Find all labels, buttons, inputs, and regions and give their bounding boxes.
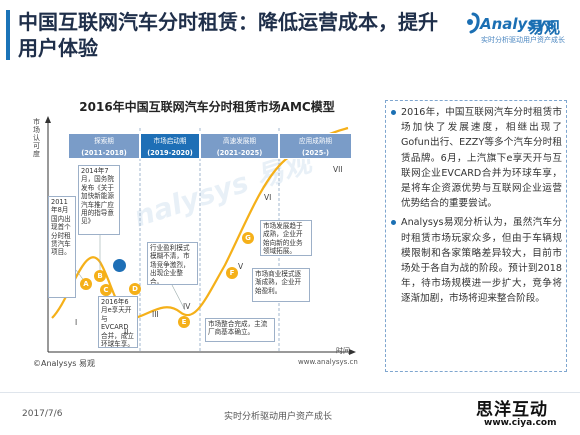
- amc-model-chart: [45, 116, 356, 355]
- chart-url: www.analysys.cn: [298, 358, 358, 366]
- marker-d: D: [129, 283, 141, 295]
- analysis-panel: 2016年，中国互联网汽车分时租赁市场加快了发展速度，相继出现了Gofun出行、…: [385, 100, 567, 372]
- marker-g: G: [242, 232, 254, 244]
- current-position-marker: [113, 259, 126, 272]
- phase-maturity: 应用成熟期(2025-): [279, 133, 352, 159]
- logo-chinese-name: 易观: [528, 18, 561, 37]
- analysis-paragraph-2: Analysys易观分析认为，虽然汽车分时租赁市场玩家众多，但由于车辆规模限制和…: [391, 215, 562, 306]
- note-2016: 2016年6月e享天开与EVCARD合并，成立环球车享。: [98, 296, 138, 348]
- site-watermark-url: www.ciya.com: [484, 418, 557, 428]
- note-connectors: [75, 235, 186, 311]
- footer-divider: [0, 392, 580, 393]
- note-2014: 2014年7月，国务院发布《关于加快新能源汽车推广应用的指导意见》: [78, 165, 120, 235]
- phase-exploration: 探索期(2011-2018): [68, 133, 140, 159]
- note-business-model: 市场商业模式逐渐成熟，企业开始盈利。: [252, 268, 310, 302]
- title-accent-bar: [6, 10, 10, 60]
- y-axis-label: 市场认可度: [33, 118, 40, 158]
- stage-4-label: IV: [183, 302, 191, 311]
- stage-6-label: VI: [264, 193, 272, 202]
- chart-title: 2016年中国互联网汽车分时租赁市场AMC模型: [79, 100, 335, 114]
- stage-5-label: V: [238, 262, 244, 271]
- logo-tagline: 实时分析驱动用户资产成长: [481, 36, 565, 44]
- marker-a: A: [80, 278, 92, 290]
- marker-b: B: [94, 270, 106, 282]
- footer-slogan: 实时分析驱动用户资产成长: [224, 412, 333, 422]
- marker-e: E: [178, 316, 190, 328]
- logo-wordmark: Analysys: [480, 15, 555, 33]
- amc-curve: [51, 126, 349, 320]
- x-axis-arrow: [349, 349, 356, 355]
- stage-3-label: III: [152, 310, 159, 319]
- analysis-paragraph-1: 2016年，中国互联网汽车分时租赁市场加快了发展速度，相继出现了Gofun出行、…: [391, 105, 562, 211]
- note-2011: 2011年8月国内出现首个分时租赁汽车项目。: [48, 196, 76, 298]
- stage-2-label: II: [124, 328, 129, 337]
- marker-c: C: [100, 284, 112, 296]
- page-title: 中国互联网汽车分时租赁：降低运营成本，提升用户体验: [18, 10, 438, 60]
- footer-date: 2017/7/6: [22, 409, 63, 419]
- phase-rapid-growth: 高速发展期(2021-2025): [200, 133, 279, 159]
- phase-market-launch: 市场启动期(2019-2020): [140, 133, 200, 159]
- note-industry-model: 行业盈利模式模糊不清，市场竞争激烈，出现企业整合。: [147, 242, 198, 285]
- y-axis-arrow: [45, 116, 51, 123]
- note-mature-market: 市场发展趋于成熟，企业开始向新的业务领域拓展。: [260, 220, 312, 256]
- site-watermark: 思洋互动: [476, 400, 548, 420]
- chart-source: ©Analysys 易观: [33, 359, 96, 368]
- x-axis-label: 时间: [336, 347, 350, 355]
- stage-1-label: I: [75, 318, 78, 327]
- analysys-logo-icon: [467, 12, 480, 34]
- note-integration: 市场整合完成，主流厂商基本确立。: [205, 318, 275, 342]
- stage-7-label: VII: [333, 165, 343, 174]
- marker-f: F: [226, 267, 238, 279]
